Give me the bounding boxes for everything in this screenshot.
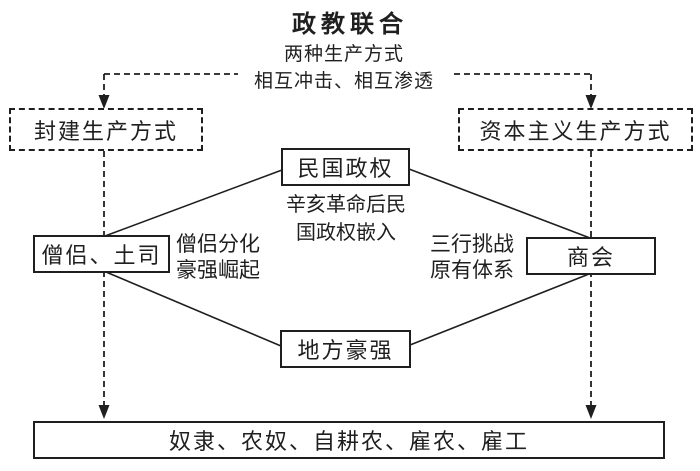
node-monks-tusi: 僧侣、土司 — [33, 235, 170, 273]
top-note-line2: 相互冲击、相互渗透 — [253, 71, 434, 92]
chamber-note-line2: 原有体系 — [430, 258, 514, 282]
node-chamber-of-commerce: 商会 — [526, 237, 656, 275]
arrowhead-down-icon — [98, 95, 110, 109]
node-local-magnates: 地方豪强 — [280, 330, 411, 368]
node-feudal-mode: 封建生产方式 — [9, 108, 203, 151]
chamber-note: 三行挑战 原有体系 — [421, 231, 523, 283]
node-capitalist-mode: 资本主义生产方式 — [458, 108, 693, 151]
regime-note-line2: 国政权嵌入 — [296, 222, 396, 244]
top-note-line1: 两种生产方式 — [283, 44, 404, 65]
monks-note-line2: 豪强崛起 — [176, 258, 260, 282]
link-chamber-to-magnates — [409, 273, 590, 346]
monks-note-line1: 僧侣分化 — [176, 232, 260, 256]
node-republic-regime: 民国政权 — [281, 148, 410, 186]
link-regime-to-monks — [104, 169, 283, 237]
chamber-note-line1: 三行挑战 — [430, 232, 514, 256]
link-monks-to-magnates — [105, 271, 282, 347]
page-title: 政教联合 — [292, 11, 408, 38]
regime-note: 辛亥革命后民 国政权嵌入 — [246, 191, 446, 247]
arrowhead-down-icon — [585, 405, 597, 419]
link-regime-to-chamber — [408, 168, 591, 239]
monks-note: 僧侣分化 豪强崛起 — [176, 231, 260, 283]
node-social-classes: 奴隶、农奴、自耕农、雇农、雇工 — [33, 421, 665, 459]
regime-note-line1: 辛亥革命后民 — [286, 194, 406, 216]
arrowhead-down-icon — [98, 405, 110, 419]
arrowhead-down-icon — [585, 95, 597, 109]
top-note: 两种生产方式 相互冲击、相互渗透 — [238, 41, 450, 95]
